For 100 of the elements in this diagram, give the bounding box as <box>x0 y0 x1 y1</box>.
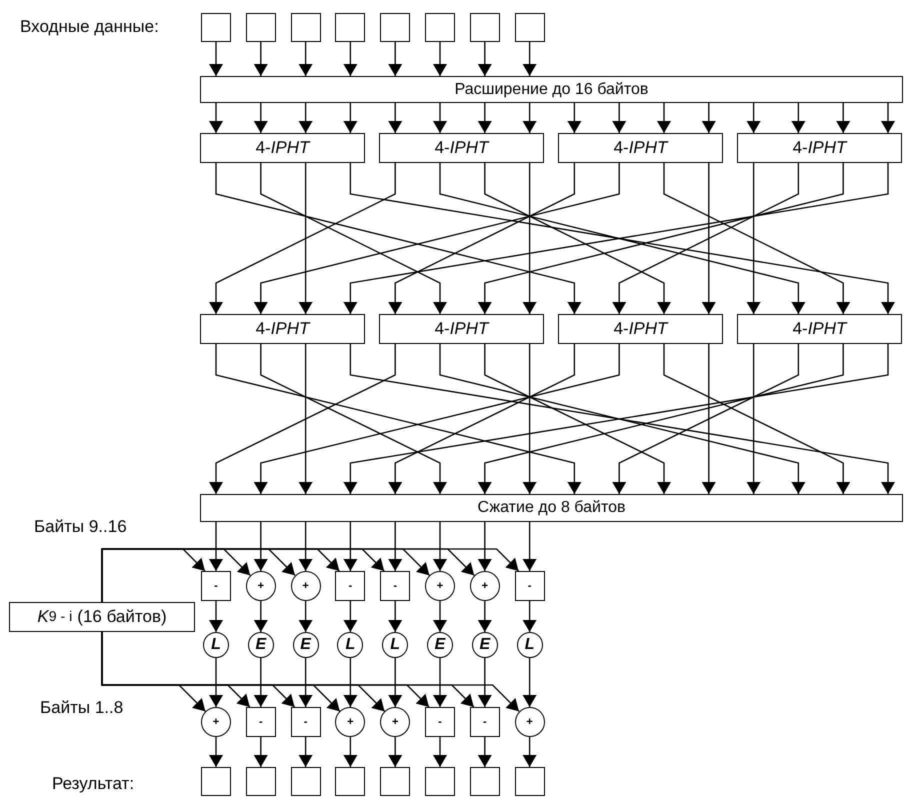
arrow <box>298 522 313 571</box>
arrow <box>254 42 268 76</box>
arrow <box>433 103 447 133</box>
operator-symbol: - <box>470 707 500 737</box>
arrow <box>702 163 716 314</box>
arrow <box>254 163 620 314</box>
operator-symbol: + <box>470 571 500 601</box>
input-box <box>335 13 366 42</box>
ipht-block: 4-IPHT <box>737 133 902 163</box>
result-box <box>335 767 366 796</box>
arrow <box>209 658 223 707</box>
arrow <box>522 658 537 707</box>
arrow <box>484 344 671 494</box>
row-label: Байты 1..8 <box>40 698 124 718</box>
arrow <box>254 658 268 707</box>
arrow <box>343 103 358 133</box>
arrow <box>254 737 268 767</box>
arrow <box>484 163 671 314</box>
ipht-block: 4-IPHT <box>558 314 723 344</box>
arrow <box>791 103 806 133</box>
arrow <box>478 737 492 767</box>
arrow <box>254 522 268 571</box>
arrow <box>254 601 268 632</box>
operator-symbol: + <box>201 707 231 737</box>
arrow <box>388 163 576 314</box>
arrow <box>522 42 537 76</box>
arrow <box>209 42 223 76</box>
arrow <box>209 522 223 571</box>
arrow <box>522 344 537 494</box>
input-box <box>246 13 276 42</box>
arrow <box>343 522 358 571</box>
function-circle: E <box>248 632 274 658</box>
operator-symbol: + <box>246 571 276 601</box>
operator-symbol: + <box>290 571 321 601</box>
arrow <box>567 103 582 133</box>
row-label: Входные данные: <box>20 17 159 37</box>
arrow <box>702 103 716 133</box>
arrow <box>478 42 492 76</box>
result-box <box>425 767 455 796</box>
arrow <box>298 42 313 76</box>
ipht-block: 4-IPHT <box>200 133 365 163</box>
operator-symbol: - <box>246 707 276 737</box>
arrow <box>746 163 761 314</box>
arrow <box>612 344 800 494</box>
arrow <box>343 601 358 632</box>
ipht-block: 4-IPHT <box>379 133 544 163</box>
result-box <box>201 767 231 796</box>
arrow <box>388 522 402 571</box>
arrow <box>343 737 358 767</box>
arrow <box>663 344 850 494</box>
row-label: Байты 9..16 <box>34 517 127 537</box>
operator-symbol: - <box>201 571 231 601</box>
arrow <box>388 344 576 494</box>
arrow <box>298 601 313 632</box>
arrow <box>478 103 492 133</box>
input-box <box>290 13 321 42</box>
operator-symbol: + <box>380 707 410 737</box>
result-box <box>246 767 276 796</box>
arrow <box>298 103 313 133</box>
operator-symbol: - <box>425 707 455 737</box>
arrow <box>478 658 492 707</box>
input-box <box>380 13 410 42</box>
arrow <box>298 737 313 767</box>
compression-bar: Сжатие до 8 байтов <box>200 494 903 522</box>
arrow <box>209 163 396 314</box>
arrow <box>433 42 447 76</box>
operator-symbol: - <box>335 571 366 601</box>
arrow <box>298 658 313 707</box>
arrow <box>439 344 806 494</box>
function-circle: E <box>292 632 319 658</box>
input-box <box>514 13 545 42</box>
input-box <box>470 13 500 42</box>
arrow <box>388 103 402 133</box>
arrow <box>298 163 313 314</box>
arrow <box>478 344 844 494</box>
arrow <box>881 103 895 133</box>
arrow <box>746 344 761 494</box>
operator-symbol: - <box>514 571 545 601</box>
operator-symbol: + <box>514 707 545 737</box>
arrow <box>298 344 313 494</box>
arrow <box>209 344 396 494</box>
input-box <box>425 13 455 42</box>
arrow <box>522 103 537 133</box>
arrow <box>702 344 716 494</box>
input-box <box>201 13 231 42</box>
arrow <box>209 737 223 767</box>
arrow <box>663 163 850 314</box>
operator-symbol: + <box>335 707 366 737</box>
function-circle: E <box>472 632 498 658</box>
arrow <box>522 163 537 314</box>
arrow <box>254 344 620 494</box>
arrow <box>343 42 358 76</box>
expansion-bar: Расширение до 16 байтов <box>200 76 903 103</box>
function-circle: L <box>516 632 543 658</box>
arrow <box>433 601 447 632</box>
row-label: Результат: <box>52 774 134 794</box>
operator-symbol: + <box>425 571 455 601</box>
result-box <box>470 767 500 796</box>
arrow <box>522 522 537 571</box>
arrow <box>657 103 671 133</box>
